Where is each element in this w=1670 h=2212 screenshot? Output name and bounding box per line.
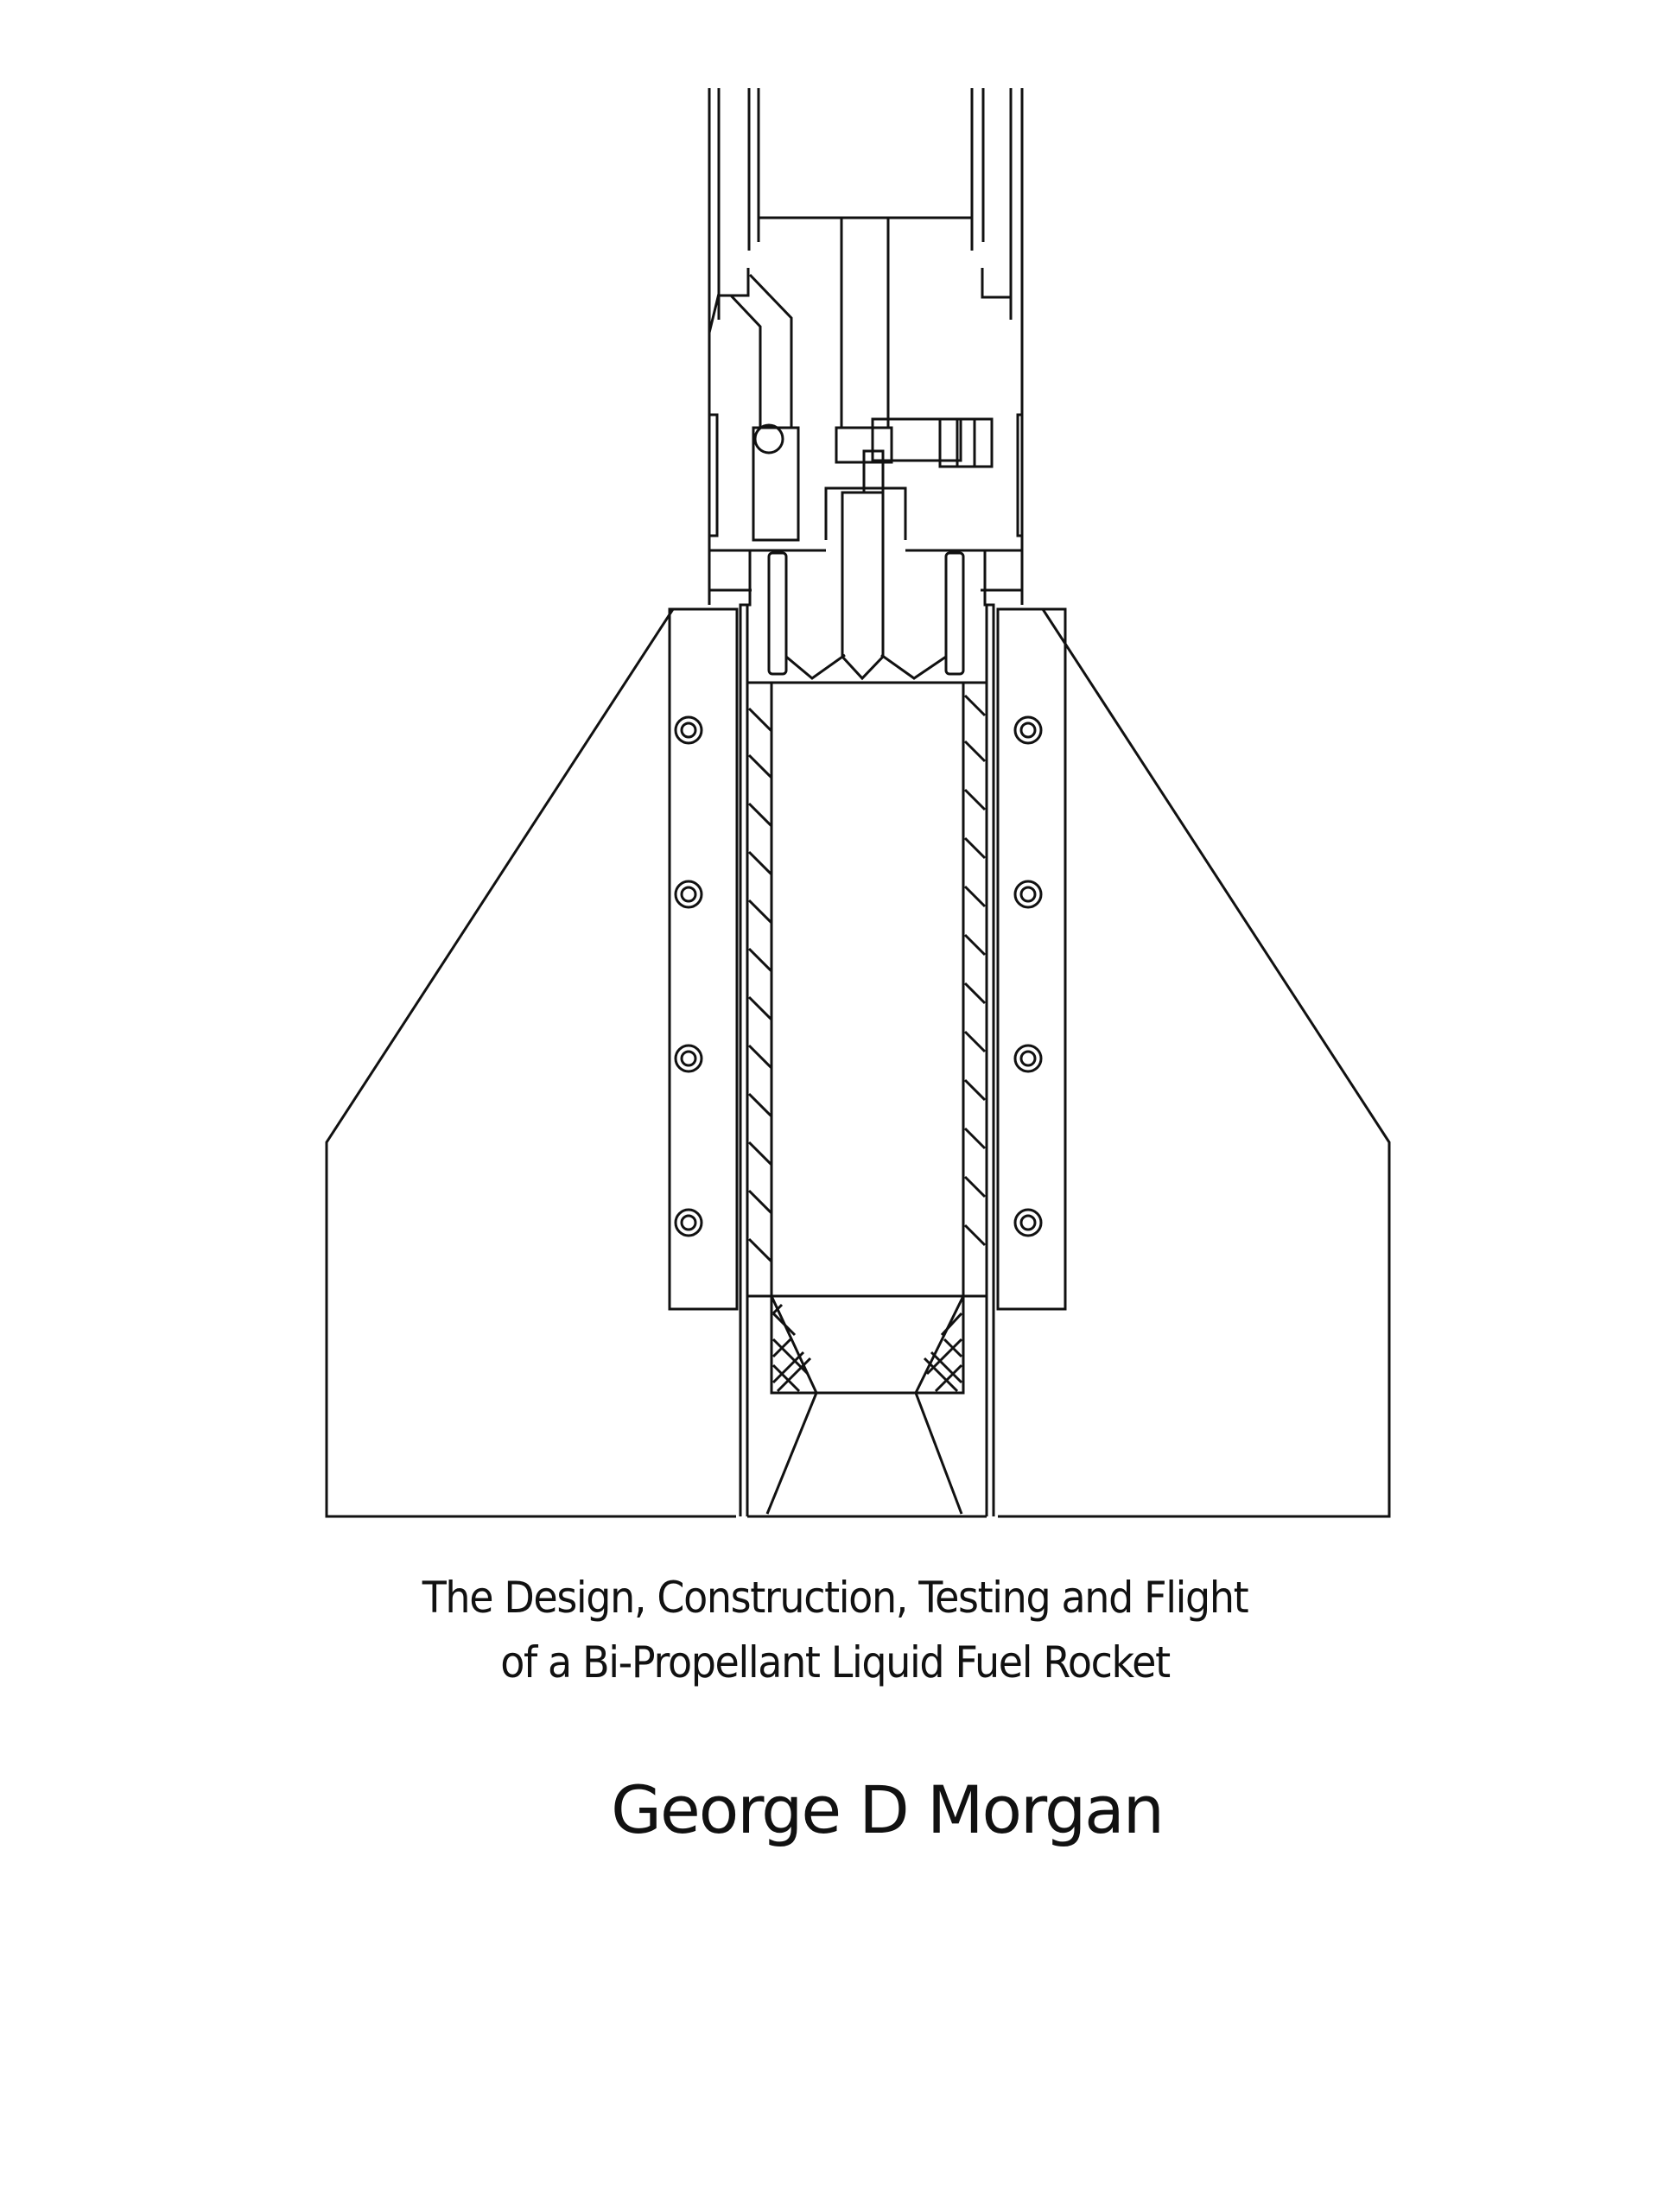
chamber-liner: [747, 683, 987, 1298]
injector-elements: [767, 491, 965, 681]
chamber-housing: [739, 590, 995, 1518]
injector-head: [709, 216, 1022, 592]
bolt-icons: [674, 715, 1043, 1237]
title-line-2: of a Bi-Propellant Liquid Fuel Rocket: [500, 1637, 1171, 1688]
author-name: George D Morgan: [611, 1771, 1165, 1848]
title-line-1: The Design, Construction, Testing and Fl…: [422, 1573, 1249, 1623]
upper-tube-right: [970, 88, 1024, 605]
left-fin: [325, 607, 739, 1518]
nozzle: [765, 1295, 965, 1515]
upper-tube-left: [708, 88, 760, 605]
right-fin: [996, 607, 1391, 1518]
